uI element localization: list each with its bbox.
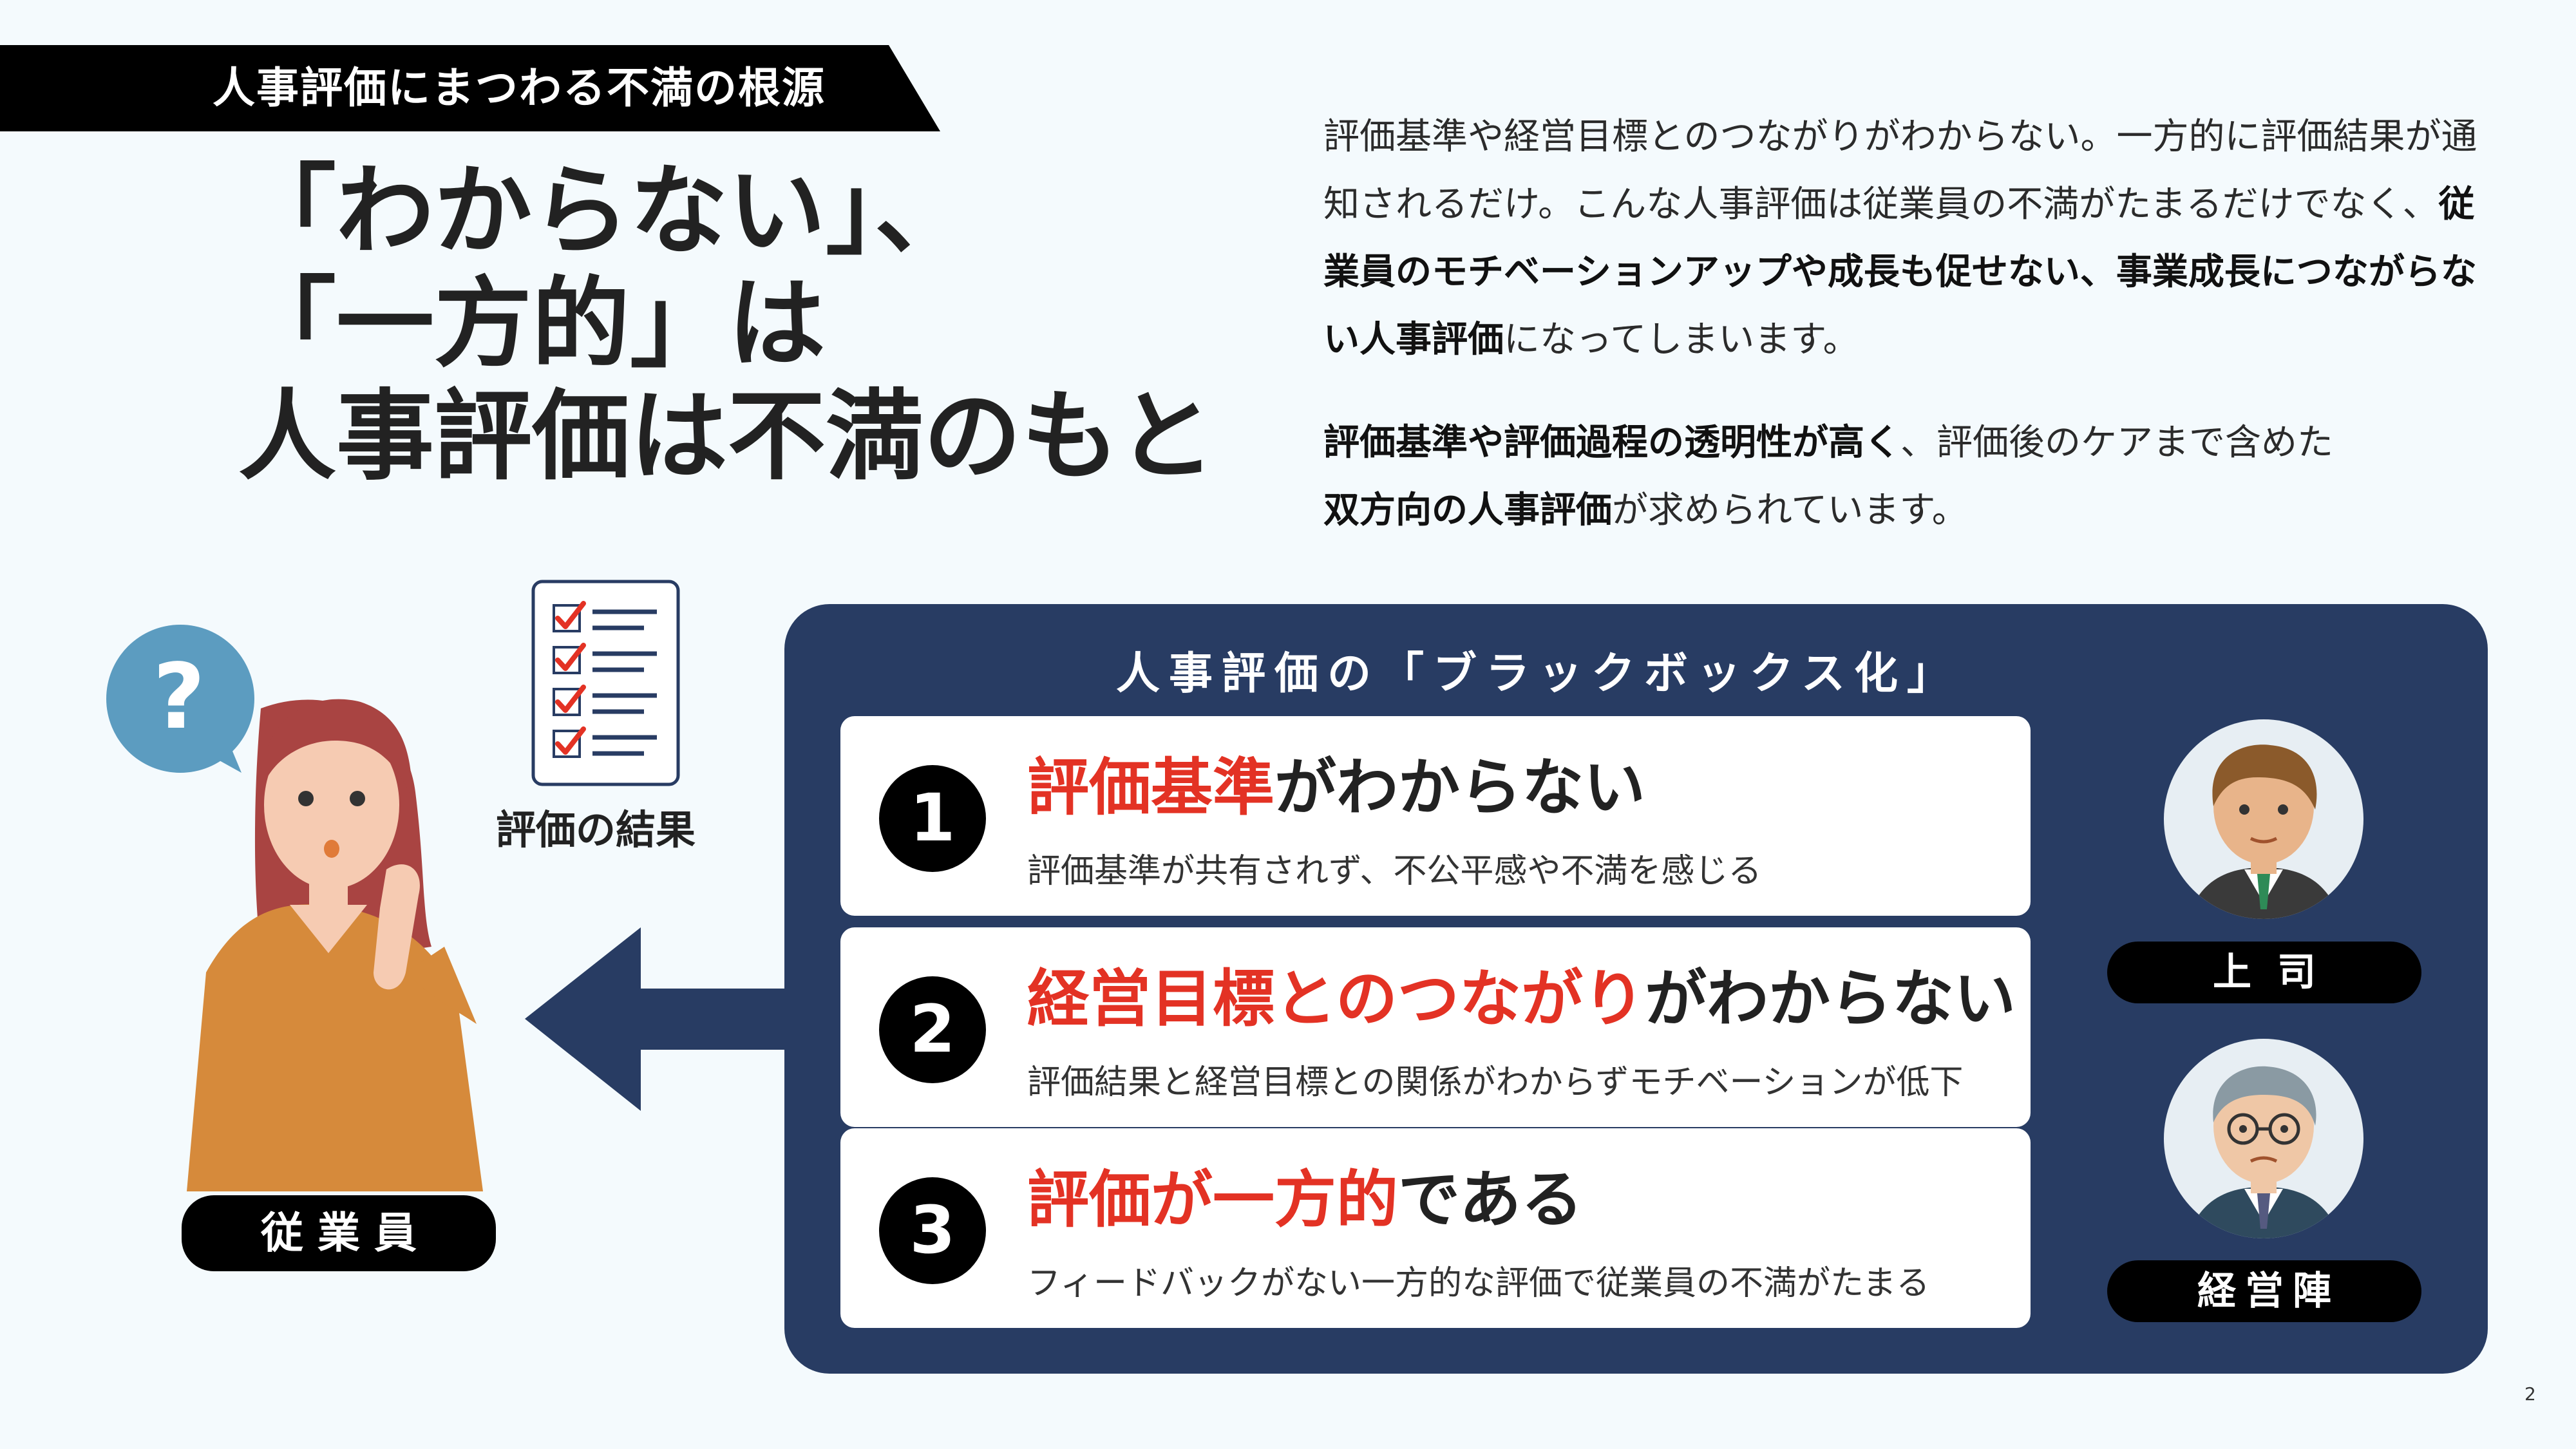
employee-illustration: ? [106,625,483,1191]
issue-card-2: 2 経営目標とのつながりがわからない 評価結果と経営目標との関係がわからずモチベ… [840,927,2031,1127]
issue-title-highlight: 評価が一方的 [1027,1164,1398,1236]
boss-avatar [2164,719,2363,919]
issue-description: 評価結果と経営目標との関係がわからずモチベーションが低下 [1027,1063,1964,1102]
headline: 「わからない」、 「一方的」は 人事評価は不満のもと [238,154,1215,493]
issue-title: 経営目標とのつながりがわからない [1027,957,2016,1041]
headline-line-2: 「一方的」は [238,267,826,381]
boss-label: 上司 [2107,942,2421,1003]
headline-line-1: 「わからない」、 [238,154,972,268]
desc-text: が求められています。 [1612,489,1968,531]
desc-emphasis: 従業員のモチベーションアップや成長も促せない、事業成長につながらない人事評価 [1323,184,2477,361]
issue-number: 3 [879,1177,986,1284]
issue-title-highlight: 経営目標とのつながり [1027,963,1645,1035]
executive-avatar [2164,1039,2363,1238]
issue-card-1: 1 評価基準がわからない 評価基準が共有されず、不公平感や不満を感じる [840,716,2031,916]
section-tag-background [0,45,940,131]
issue-title: 評価基準がわからない [1027,746,1645,829]
issue-description: 評価基準が共有されず、不公平感や不満を感じる [1027,852,1762,891]
employee-label: 従業員 [182,1195,496,1271]
question-mark: ? [153,645,205,750]
issue-description: フィードバックがない一方的な評価で従業員の不満がたまる [1027,1264,1930,1303]
description-paragraph-1: 評価基準や経営目標とのつながりがわからない。一方的に評価結果が通知されるだけ。こ… [1323,103,2483,374]
description-paragraph-2: 評価基準や評価過程の透明性が高く、評価後のケアまで含めた双方向の人事評価が求めら… [1323,409,2483,544]
evaluation-result-label: 評価の結果 [496,806,696,853]
desc-text: になってしまいます。 [1504,319,1859,361]
issue-title: 評価が一方的である [1027,1158,1583,1242]
issue-card-3: 3 評価が一方的である フィードバックがない一方的な評価で従業員の不満がたまる [840,1128,2031,1328]
issue-number: 1 [879,765,986,872]
issue-title-highlight: 評価基準 [1027,752,1274,824]
section-tag: 人事評価にまつわる不満の根源 [213,63,826,113]
page-number: 2 [2524,1383,2536,1405]
description: 評価基準や経営目標とのつながりがわからない。一方的に評価結果が通知されるだけ。こ… [1323,103,2483,544]
issue-number: 2 [879,976,986,1083]
desc-emphasis: 双方向の人事評価 [1323,489,1612,531]
desc-text: 評価基準や経営目標とのつながりがわからない。一方的に評価結果が通知されるだけ。こ… [1323,116,2477,225]
desc-text: 、評価後のケアまで含めた [1900,422,2333,464]
panel-title: 人事評価の「ブラックボックス化」 [1116,649,1960,699]
checklist-icon [531,580,680,786]
headline-line-3: 人事評価は不満のもと [238,379,1215,493]
issue-title-rest: がわからない [1274,752,1645,824]
executive-label: 経営陣 [2107,1260,2421,1322]
issue-title-rest: である [1398,1164,1584,1236]
issue-title-rest: がわからない [1645,963,2016,1035]
question-bubble-icon: ? [106,625,254,773]
arrow-left-icon [525,927,789,1111]
desc-emphasis: 評価基準や評価過程の透明性が高く [1323,422,1900,464]
